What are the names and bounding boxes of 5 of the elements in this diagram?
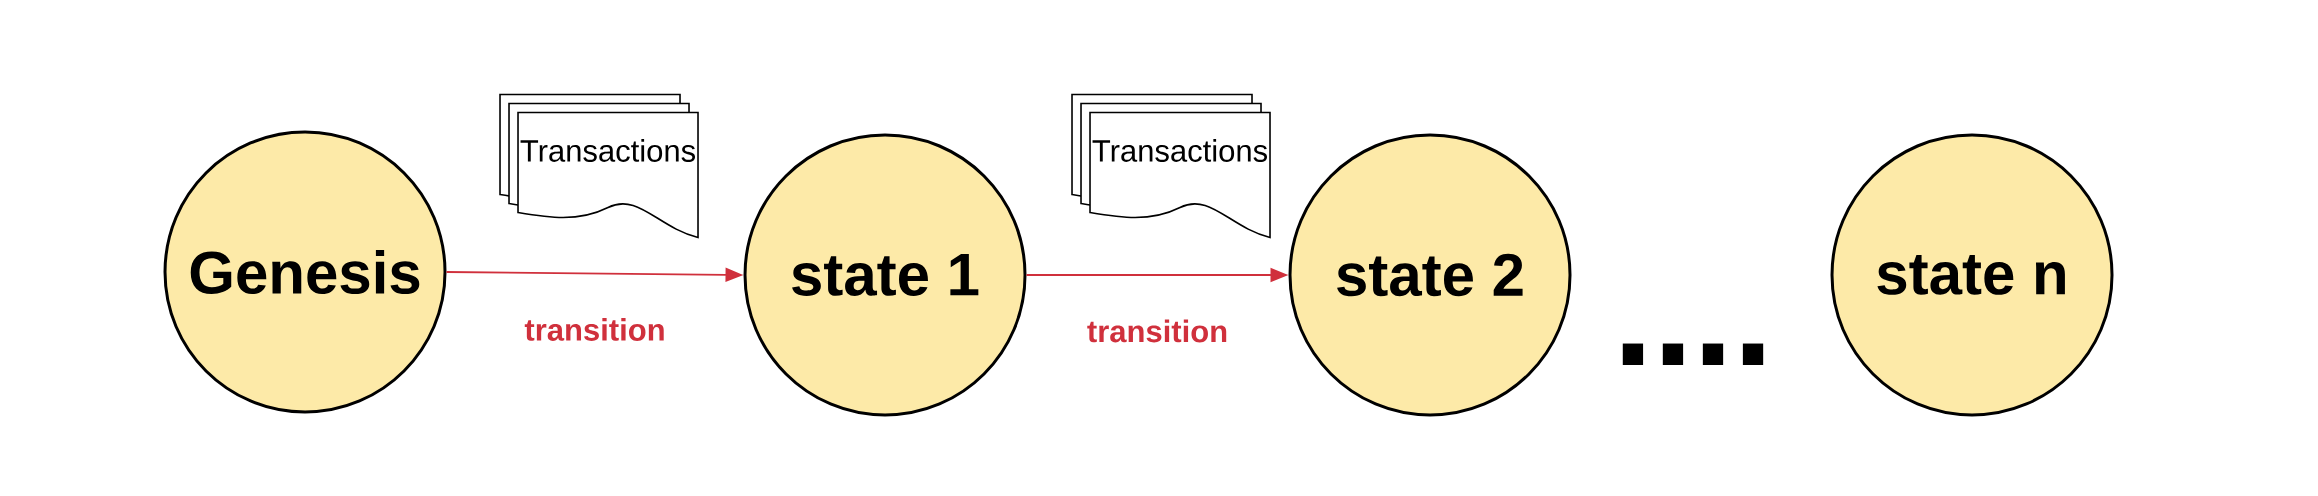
document-stack: Transactions: [1071, 93, 1271, 239]
document-stack: Transactions: [499, 93, 699, 239]
ellipsis-dots: ....: [1622, 343, 1764, 365]
edge-label: transition: [524, 318, 664, 341]
edge-label: transition: [1087, 319, 1227, 343]
